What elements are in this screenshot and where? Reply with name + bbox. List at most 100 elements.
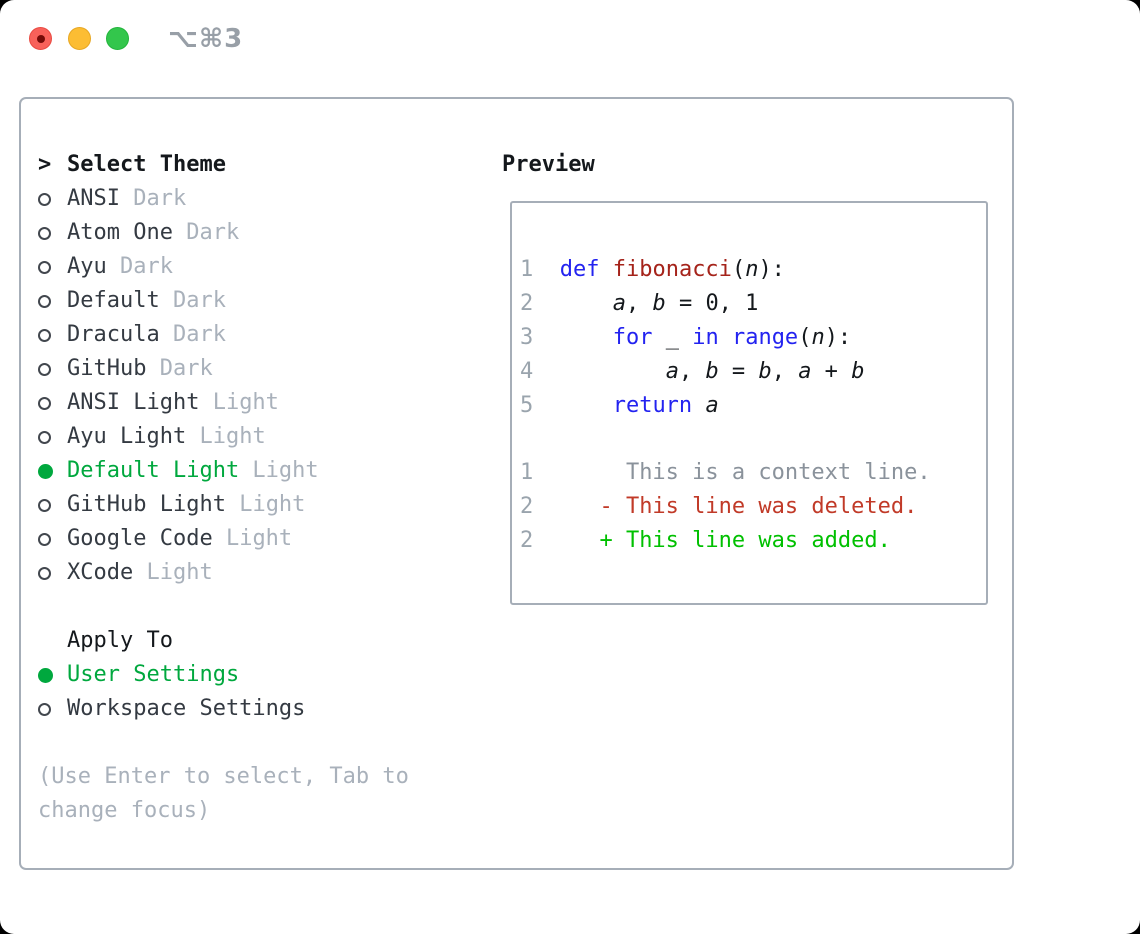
code-token: ,: [678, 359, 706, 384]
select-theme-header: > Select Theme: [38, 148, 458, 182]
theme-variant: Light: [186, 424, 266, 449]
apply-to-option[interactable]: Workspace Settings: [38, 692, 458, 726]
theme-option[interactable]: Atom One Dark: [38, 216, 458, 250]
code-token: fibonacci: [612, 257, 732, 282]
code-token: ):: [758, 257, 785, 282]
theme-name: XCode: [67, 560, 134, 585]
code-token: b: [758, 359, 772, 384]
code-token: a: [705, 393, 719, 418]
theme-name: Ayu Light: [67, 424, 187, 449]
code-line: 3 for _ in range(n):: [520, 321, 986, 355]
code-line: 5 return a: [520, 389, 986, 423]
theme-name: ANSI Light: [67, 390, 200, 415]
radio-cell: [38, 192, 67, 206]
zoom-traffic-light-icon[interactable]: [106, 27, 129, 50]
theme-option[interactable]: XCode Light: [38, 556, 458, 590]
line-number: 2: [520, 291, 534, 316]
code-token: b: [705, 359, 719, 384]
theme-option[interactable]: ANSI Light Light: [38, 386, 458, 420]
theme-name: Google Code: [67, 526, 213, 551]
radio-unselected-icon: [38, 294, 51, 308]
theme-name: Default Light: [67, 458, 240, 483]
radio-unselected-icon: [38, 226, 51, 240]
radio-cell: [38, 463, 67, 479]
code-token: n: [811, 325, 825, 350]
theme-name: Default: [67, 288, 160, 313]
line-number: 1: [520, 460, 534, 485]
radio-selected-icon: [38, 667, 53, 683]
theme-variant: Dark: [146, 356, 213, 381]
radio-unselected-icon: [38, 362, 51, 376]
apply-option-name: User Settings: [67, 662, 240, 687]
theme-name: Dracula: [67, 322, 160, 347]
code-token: ):: [824, 325, 852, 350]
apply-to-header: Apply To: [38, 624, 458, 658]
theme-variant: Light: [225, 492, 306, 517]
theme-name: Ayu: [67, 254, 107, 279]
line-number: 2: [520, 528, 534, 553]
theme-name: GitHub Light: [67, 492, 226, 517]
preview-title: Preview: [502, 152, 595, 177]
theme-option[interactable]: Ayu Dark: [38, 250, 458, 284]
code-token: [560, 359, 666, 384]
line-number: 2: [520, 494, 534, 519]
radio-unselected-icon: [38, 328, 51, 342]
code-token: ,: [625, 291, 653, 316]
close-traffic-light-icon[interactable]: [29, 27, 52, 50]
minimize-traffic-light-icon[interactable]: [68, 27, 91, 50]
theme-variant: Dark: [159, 288, 226, 313]
code-token: +: [811, 359, 852, 384]
theme-option[interactable]: ANSI Dark: [38, 182, 458, 216]
code-token: This is a context line.: [559, 460, 931, 485]
radio-cell: [38, 260, 67, 274]
help-text: (Use Enter to select, Tab to change focu…: [38, 764, 409, 823]
theme-option[interactable]: Default Light Light: [38, 454, 458, 488]
radio-cell: [38, 362, 67, 376]
code-token: =: [718, 359, 759, 384]
radio-cell: [38, 328, 67, 342]
theme-variant: Dark: [106, 254, 173, 279]
apply-to-option[interactable]: User Settings: [38, 658, 458, 692]
code-token: n: [745, 257, 759, 282]
line-number: 1: [520, 257, 534, 282]
theme-option[interactable]: GitHub Dark: [38, 352, 458, 386]
code-token: [560, 393, 613, 418]
radio-cell: [38, 430, 67, 444]
radio-cell: [38, 702, 67, 716]
theme-option[interactable]: Default Dark: [38, 284, 458, 318]
code-token: [692, 393, 705, 418]
theme-option[interactable]: GitHub Light Light: [38, 488, 458, 522]
code-token: a: [612, 291, 626, 316]
code-line: 2 + This line was added.: [520, 524, 986, 558]
titlebar: ⌥⌘3: [0, 0, 1140, 76]
theme-variant: Dark: [119, 186, 187, 211]
code-token: b: [652, 291, 666, 316]
theme-option[interactable]: Google Code Light: [38, 522, 458, 556]
theme-variant: Light: [133, 560, 213, 585]
code-line: 4 a, b = b, a + b: [520, 355, 986, 389]
radio-unselected-icon: [38, 498, 51, 512]
apply-to-title: Apply To: [67, 628, 173, 653]
apply-option-name: Workspace Settings: [67, 696, 306, 721]
theme-name: Atom One: [67, 220, 173, 245]
code-token: in: [692, 325, 719, 350]
theme-option[interactable]: Ayu Light Light: [38, 420, 458, 454]
theme-name: ANSI: [67, 186, 120, 211]
window-title: ⌥⌘3: [168, 24, 244, 54]
code-token: return: [612, 393, 693, 418]
code-token: (: [798, 325, 812, 350]
theme-option[interactable]: Dracula Dark: [38, 318, 458, 352]
line-number: 3: [520, 325, 534, 350]
theme-name: GitHub: [67, 356, 147, 381]
code-token: b: [851, 359, 865, 384]
code-token: = 0, 1: [665, 291, 759, 316]
radio-unselected-icon: [38, 396, 51, 410]
radio-unselected-icon: [38, 192, 51, 206]
radio-unselected-icon: [38, 532, 51, 546]
